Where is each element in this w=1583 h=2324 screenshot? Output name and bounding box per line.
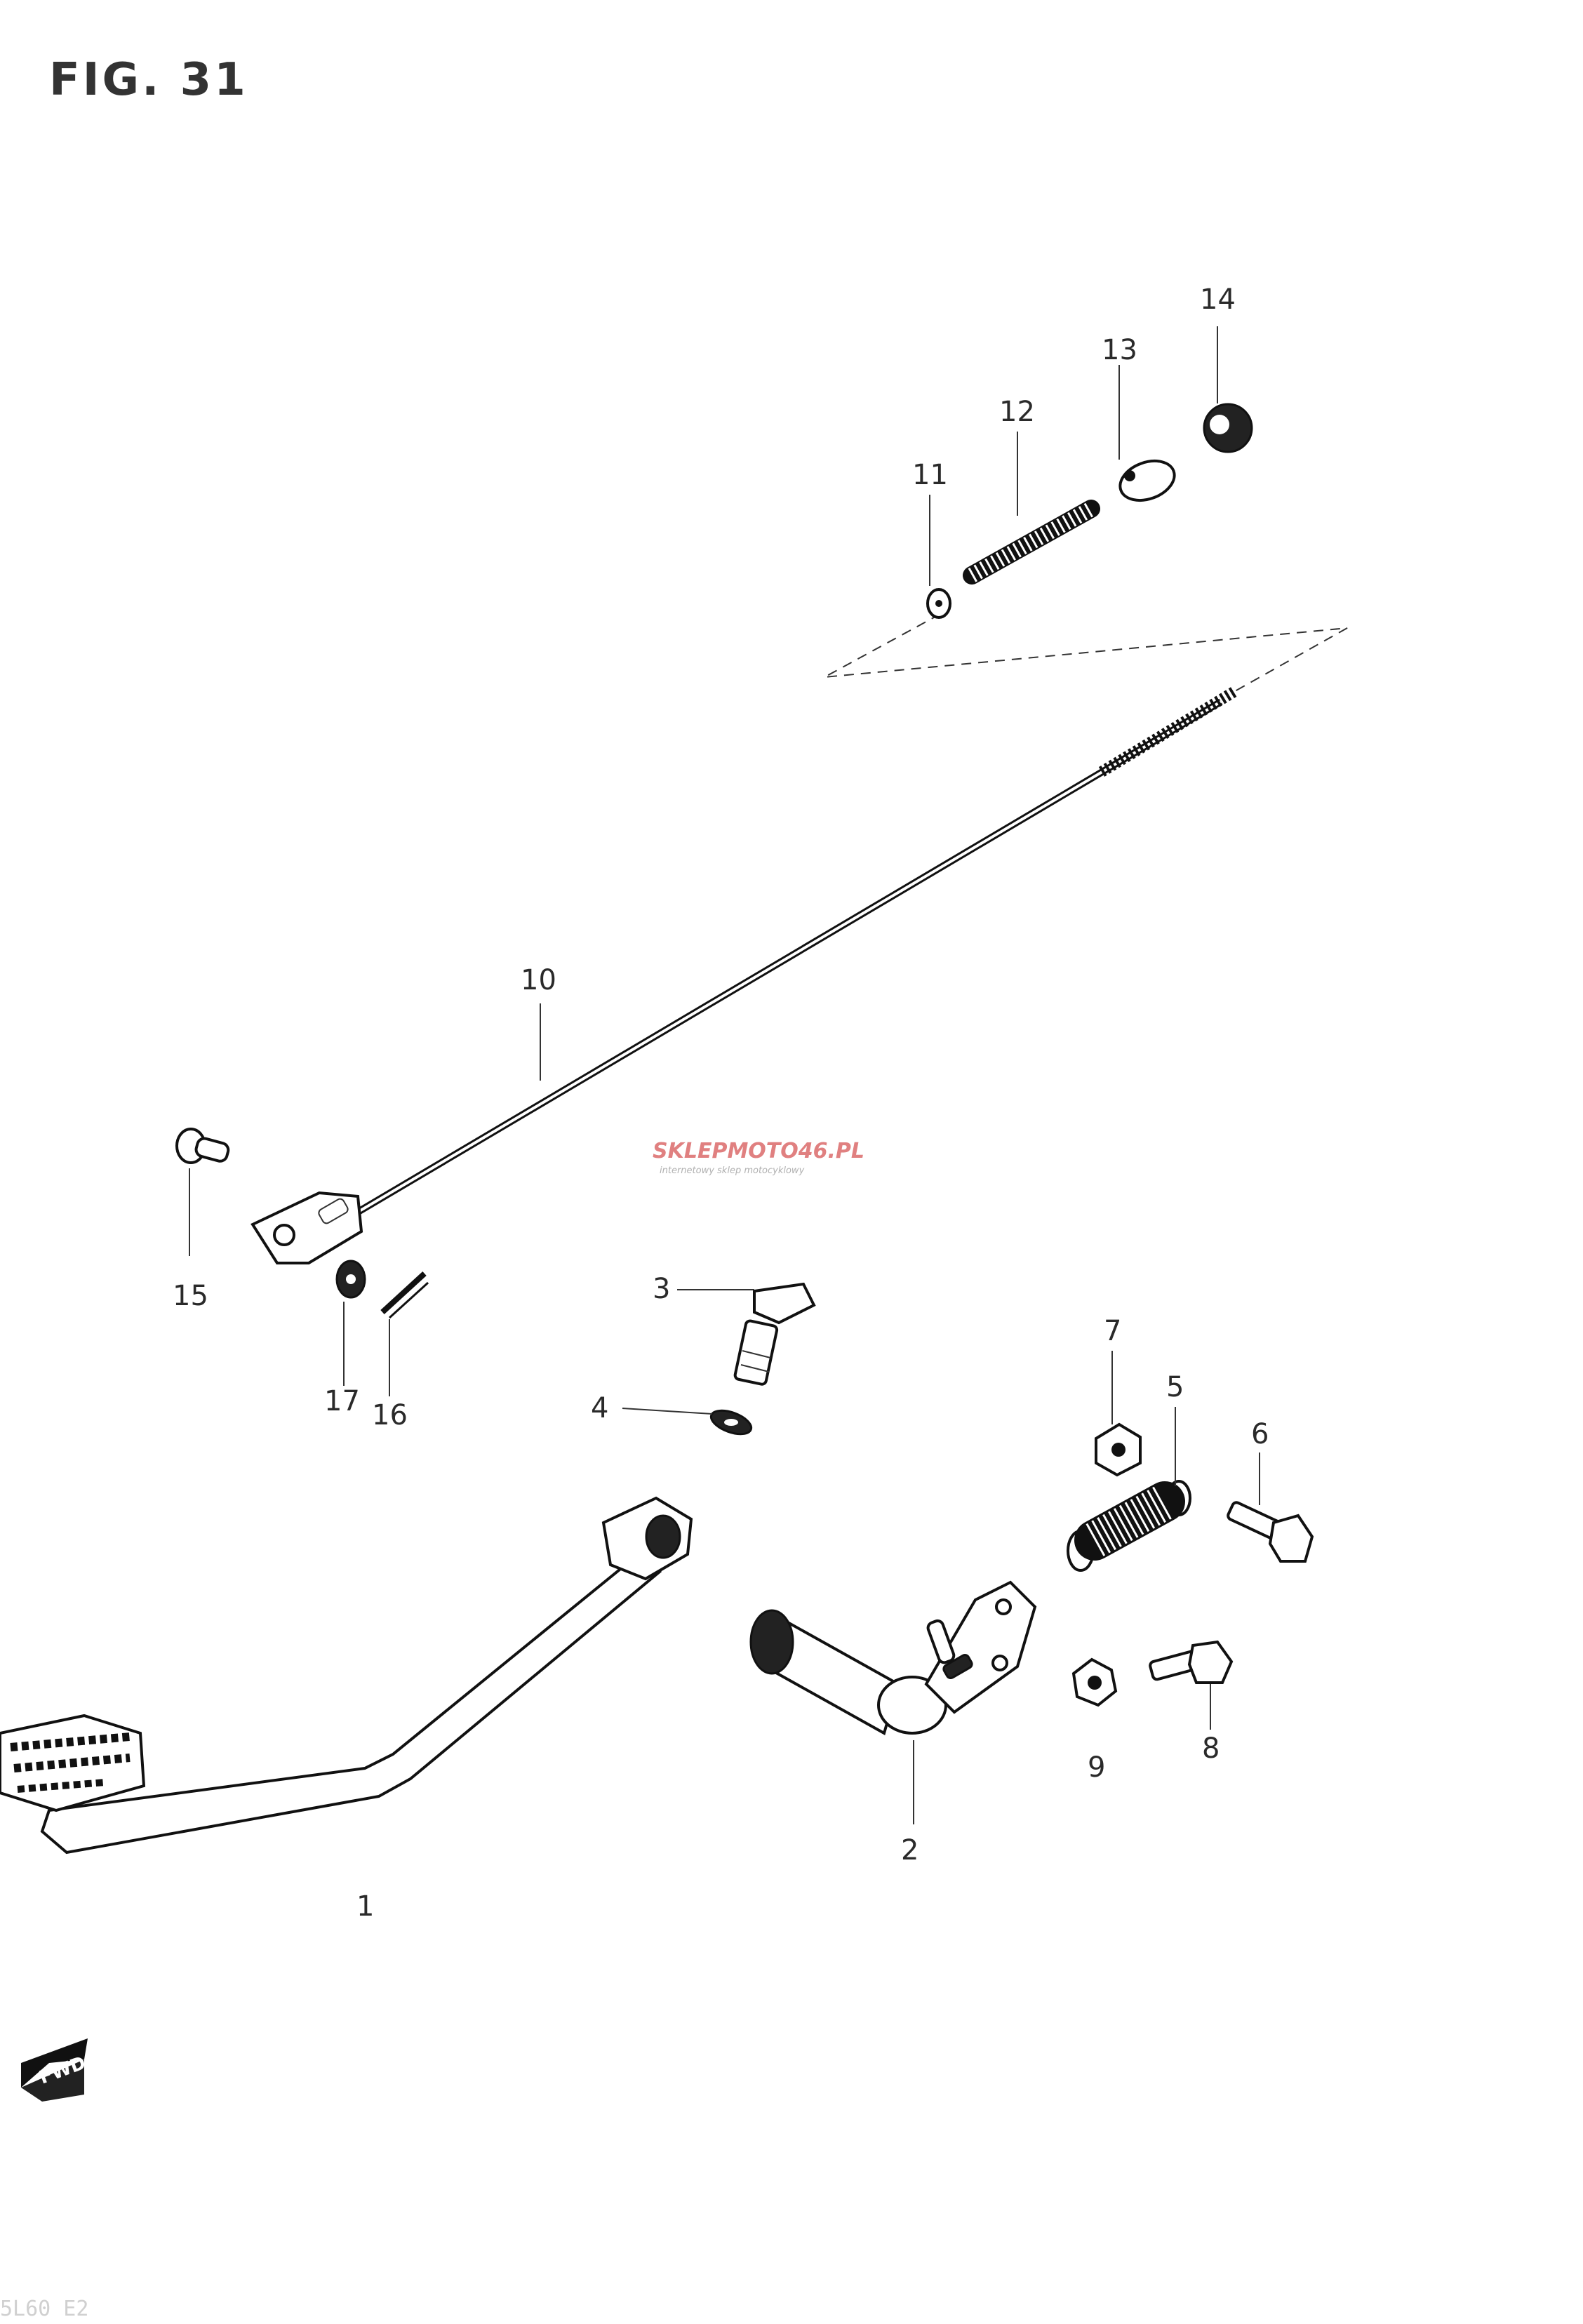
leader-lines [189, 326, 1260, 1824]
callout-10: 10 [521, 964, 556, 996]
part-11-washer [926, 588, 951, 619]
watermark-tagline: internetowy sklep motocyklowy [660, 1166, 805, 1176]
rod-thread [1098, 686, 1238, 777]
reference-lines [824, 613, 1348, 692]
part-7-nut [1095, 1422, 1142, 1477]
part-5-return-spring [1067, 1480, 1191, 1572]
part-3-bolt [733, 1282, 816, 1386]
callout-9: 9 [1088, 1751, 1105, 1784]
part-2-pedal-shaft [749, 1580, 1037, 1735]
callout-15: 15 [173, 1280, 208, 1312]
callout-5: 5 [1166, 1371, 1184, 1403]
part-12-spring [963, 500, 1100, 585]
callout-12: 12 [999, 396, 1035, 428]
callout-3: 3 [653, 1273, 670, 1305]
callout-2: 2 [901, 1834, 919, 1866]
part-1-brake-pedal [0, 1496, 693, 1855]
part-17-washer [335, 1260, 366, 1299]
callout-8: 8 [1202, 1732, 1220, 1765]
callout-7: 7 [1104, 1315, 1121, 1347]
callout-4: 4 [591, 1392, 608, 1424]
part-8-bolt [1149, 1640, 1234, 1684]
part-15-pin [175, 1128, 230, 1164]
callout-6: 6 [1251, 1418, 1269, 1450]
callout-14: 14 [1200, 283, 1236, 316]
callout-labels: 1 2 3 4 5 6 7 8 9 10 11 12 13 14 15 16 1… [173, 283, 1269, 1923]
callout-13: 13 [1102, 334, 1137, 366]
part-14-adjuster-nut [1203, 403, 1253, 453]
part-4-washer [709, 1409, 753, 1436]
part-9-nut [1071, 1657, 1118, 1707]
callout-1: 1 [356, 1890, 374, 1923]
callout-16: 16 [372, 1399, 408, 1431]
watermark: SKLEPMOTO46.PL internetowy sklep motocyk… [653, 1139, 864, 1176]
rod-clevis [251, 1191, 363, 1264]
part-10-brake-rod [251, 686, 1238, 1264]
part-13-joint [1118, 459, 1176, 502]
footer-code: 5L60 E2 [0, 2297, 88, 2321]
clevis-hole [273, 1224, 295, 1246]
figure-title: FIG. 31 [49, 54, 248, 106]
forward-arrow-icon: FWD [21, 2038, 88, 2102]
callout-17: 17 [324, 1385, 360, 1417]
part-16-cotter-pin [380, 1271, 429, 1319]
callout-11: 11 [912, 459, 948, 491]
part-6-bolt [1227, 1501, 1314, 1563]
watermark-brand: SKLEPMOTO46.PL [653, 1139, 864, 1163]
